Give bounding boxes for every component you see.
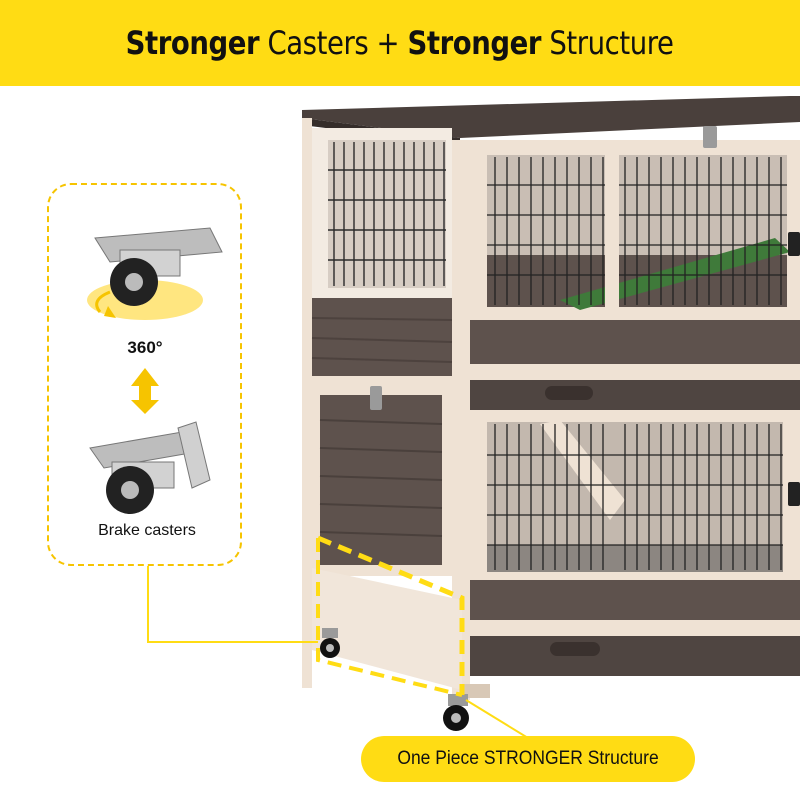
brake-caster-icon [89, 421, 211, 514]
caption-connector-line [465, 699, 529, 739]
side-upper-mesh-bg [328, 140, 446, 288]
front-lower-mesh [487, 424, 783, 570]
title-banner: Stronger Casters + Stronger Structure [0, 0, 800, 86]
front-lower-floor-grate [487, 545, 783, 572]
front-middle-trim [470, 364, 800, 380]
upper-door-latch [788, 232, 800, 256]
structure-highlight-bottom [316, 538, 463, 697]
corner-post [452, 140, 470, 700]
roof-latch [703, 126, 717, 148]
caster-info-panel [47, 183, 242, 566]
left-front-post [302, 118, 312, 688]
banner-title-word-3: Stronger [407, 24, 542, 62]
back-caster-icon [320, 628, 340, 658]
swivel-caster-icon [87, 227, 223, 320]
bottom-drawer [470, 636, 800, 676]
banner-title-word-4: Structure [541, 24, 675, 62]
front-bottom-trim [470, 620, 800, 636]
side-lower-planks [319, 419, 443, 537]
caster-connector-line [147, 566, 318, 643]
side-upper-mesh [328, 142, 446, 286]
front-upper-mesh [487, 157, 787, 305]
tray-drawer [470, 380, 800, 410]
bottom-drawer-handle [550, 642, 600, 656]
front-bottom-band [470, 580, 800, 620]
front-upper-divider [605, 155, 619, 307]
lower-door-latch [788, 482, 800, 506]
front-caster-icon [443, 694, 469, 731]
structure-highlight-top [317, 535, 465, 695]
structure-caption-pill: One Piece STRONGER Structure [361, 736, 695, 782]
hutch-roof [302, 96, 800, 138]
side-middle-planks [311, 317, 453, 363]
banner-title-word-1: Stronger [126, 24, 260, 62]
banner-title: Stronger Casters + Stronger Structure [126, 24, 674, 62]
lower-ramp [540, 420, 625, 520]
banner-title-word-2: Casters + [259, 24, 408, 62]
side-latch [370, 386, 382, 410]
brake-casters-label: Brake casters [98, 522, 196, 539]
height-arrow-icon [131, 368, 159, 414]
base-skirt [312, 568, 462, 690]
front-middle-band [470, 320, 800, 364]
rotation-label: 360° [127, 338, 163, 357]
tray-handle [545, 386, 593, 400]
structure-caption-text: One Piece STRONGER Structure [397, 748, 659, 769]
side-middle-panel [312, 298, 452, 376]
